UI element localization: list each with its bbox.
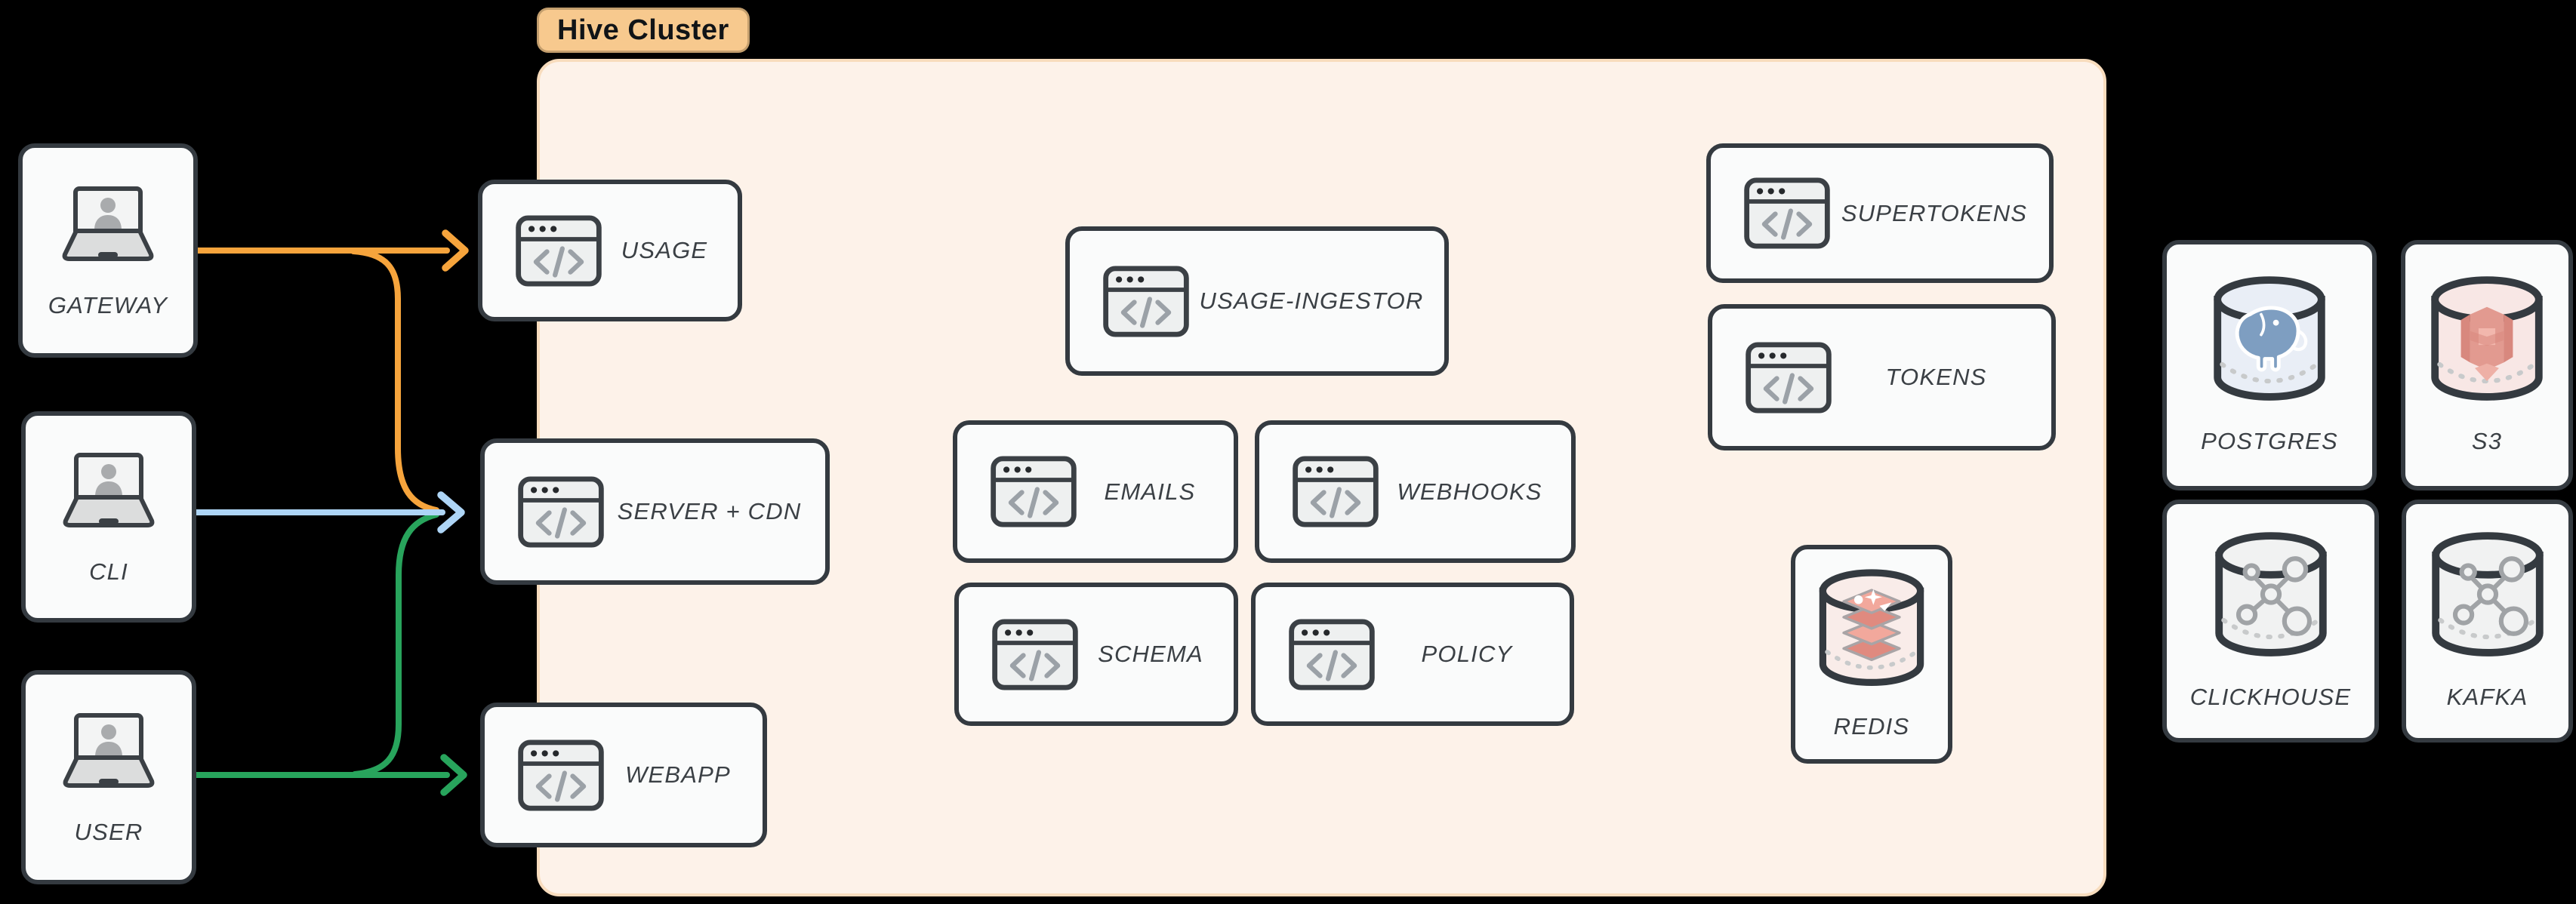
node-server-cdn: SERVER + CDN bbox=[480, 438, 830, 585]
node-label: EMAILS bbox=[1104, 478, 1196, 505]
node-label: USAGE bbox=[621, 237, 708, 263]
node-label: WEBHOOKS bbox=[1397, 478, 1542, 505]
node-label: GATEWAY bbox=[48, 291, 168, 318]
code-window-icon bbox=[991, 618, 1080, 691]
arrow-user-server-branch bbox=[352, 512, 439, 777]
code-window-icon bbox=[989, 455, 1078, 528]
code-window-icon bbox=[516, 475, 605, 549]
postgres-elephant-icon bbox=[2209, 275, 2330, 405]
node-redis: REDIS bbox=[1791, 545, 1952, 764]
node-kafka: KAFKA bbox=[2402, 500, 2573, 743]
node-label: POSTGRES bbox=[2201, 428, 2338, 454]
arrow-gateway-server-branch bbox=[350, 248, 439, 513]
laptop-user-icon bbox=[56, 449, 162, 536]
node-label: POLICY bbox=[1421, 641, 1513, 667]
node-cli: CLI bbox=[21, 411, 196, 623]
code-window-icon bbox=[1287, 618, 1376, 691]
redis-stack-icon bbox=[1815, 568, 1928, 690]
node-label: SERVER + CDN bbox=[617, 498, 802, 524]
node-user: USER bbox=[21, 670, 196, 884]
arrow-cli-server-head bbox=[437, 491, 465, 533]
node-clickhouse: CLICKHOUSE bbox=[2162, 500, 2379, 743]
node-label: CLICKHOUSE bbox=[2189, 684, 2352, 710]
code-window-icon bbox=[1742, 177, 1832, 250]
node-label: TOKENS bbox=[1885, 364, 1987, 390]
code-window-icon bbox=[1291, 455, 1380, 528]
node-webhooks: WEBHOOKS bbox=[1255, 420, 1576, 563]
node-label: KAFKA bbox=[2446, 684, 2528, 710]
code-window-icon bbox=[514, 214, 603, 287]
node-label: USER bbox=[74, 818, 143, 845]
code-window-icon bbox=[516, 739, 605, 812]
node-s3: S3 bbox=[2401, 240, 2573, 490]
molecule-icon bbox=[2211, 531, 2331, 661]
node-usage-ingestor: USAGE-INGESTOR bbox=[1065, 226, 1449, 376]
code-window-icon bbox=[1744, 341, 1833, 414]
hive-cluster-badge: Hive Cluster bbox=[537, 8, 750, 53]
node-postgres: POSTGRES bbox=[2162, 240, 2377, 490]
node-label: WEBAPP bbox=[625, 761, 731, 788]
molecule-icon bbox=[2427, 531, 2548, 661]
node-label: CLI bbox=[89, 558, 128, 585]
laptop-user-icon bbox=[56, 709, 162, 796]
arrow-user-webapp-head bbox=[440, 754, 467, 796]
node-schema: SCHEMA bbox=[954, 583, 1238, 726]
node-label: REDIS bbox=[1833, 713, 1910, 739]
node-label: SCHEMA bbox=[1098, 641, 1203, 667]
node-policy: POLICY bbox=[1251, 583, 1574, 726]
node-label: USAGE-INGESTOR bbox=[1199, 287, 1424, 314]
node-label: SUPERTOKENS bbox=[1841, 199, 2028, 226]
node-tokens: TOKENS bbox=[1708, 304, 2056, 450]
s3-blocks-icon bbox=[2427, 275, 2547, 405]
laptop-user-icon bbox=[55, 183, 161, 269]
arrow-gateway-usage-head bbox=[442, 229, 469, 272]
node-gateway: GATEWAY bbox=[18, 143, 198, 358]
code-window-icon bbox=[1102, 265, 1191, 338]
node-supertokens: SUPERTOKENS bbox=[1706, 143, 2054, 283]
node-webapp: WEBAPP bbox=[480, 703, 767, 847]
node-label: S3 bbox=[2471, 428, 2503, 454]
node-emails: EMAILS bbox=[953, 420, 1238, 563]
node-usage: USAGE bbox=[478, 180, 742, 321]
